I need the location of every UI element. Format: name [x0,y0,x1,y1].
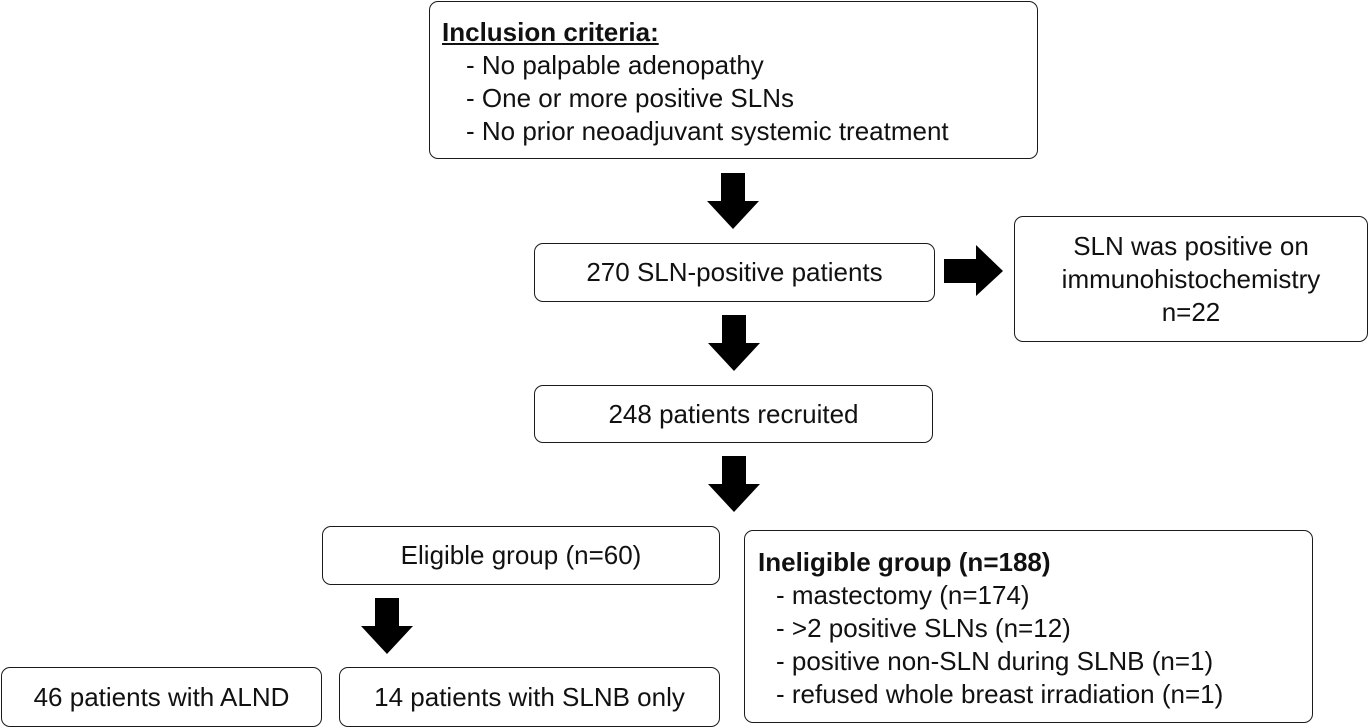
slnb-only-patients-box: 14 patients with SLNB only [339,667,720,727]
down-arrow-icon [361,598,413,654]
down-arrow-icon [708,456,760,512]
ineligible-reason-item: - positive non-SLN during SLNB (n=1) [776,646,1214,676]
sln-positive-patients-label: 270 SLN-positive patients [586,257,883,287]
ihc-positive-excluded-box: SLN was positive on immunohistochemistry… [1014,216,1368,342]
ihc-excluded-line-1: SLN was positive on [1073,230,1309,261]
right-arrow-icon [944,245,1003,296]
eligible-group-box: Eligible group (n=60) [322,526,720,585]
ihc-excluded-line-2: immunohistochemistry [1061,263,1321,294]
patients-recruited-box: 248 patients recruited [534,385,933,443]
ineligible-reason-item: - refused whole breast irradiation (n=1) [776,679,1224,709]
ineligible-reason-item: - >2 positive SLNs (n=12) [776,613,1071,643]
slnb-only-patients-label: 14 patients with SLNB only [374,681,685,712]
inclusion-criteria-heading: Inclusion criteria: [442,17,659,47]
alnd-patients-label: 46 patients with ALND [33,681,290,712]
alnd-patients-box: 46 patients with ALND [1,667,322,727]
ineligible-reason-item: - mastectomy (n=174) [776,580,1030,610]
inclusion-criteria-box: Inclusion criteria: - No palpable adenop… [429,1,1038,159]
ineligible-group-box: Ineligible group (n=188) - mastectomy (n… [744,530,1313,723]
inclusion-criterion-item: - No prior neoadjuvant systemic treatmen… [466,116,949,146]
down-arrow-icon [708,315,760,371]
eligible-group-label: Eligible group (n=60) [400,540,642,570]
ihc-excluded-count: n=22 [1161,296,1221,327]
inclusion-criterion-item: - One or more positive SLNs [466,83,795,113]
inclusion-criterion-item: - No palpable adenopathy [466,50,764,80]
ineligible-group-heading: Ineligible group (n=188) [758,547,1051,577]
patients-recruited-label: 248 patients recruited [608,398,859,429]
sln-positive-patients-box: 270 SLN-positive patients [534,243,935,302]
down-arrow-icon [707,173,759,229]
